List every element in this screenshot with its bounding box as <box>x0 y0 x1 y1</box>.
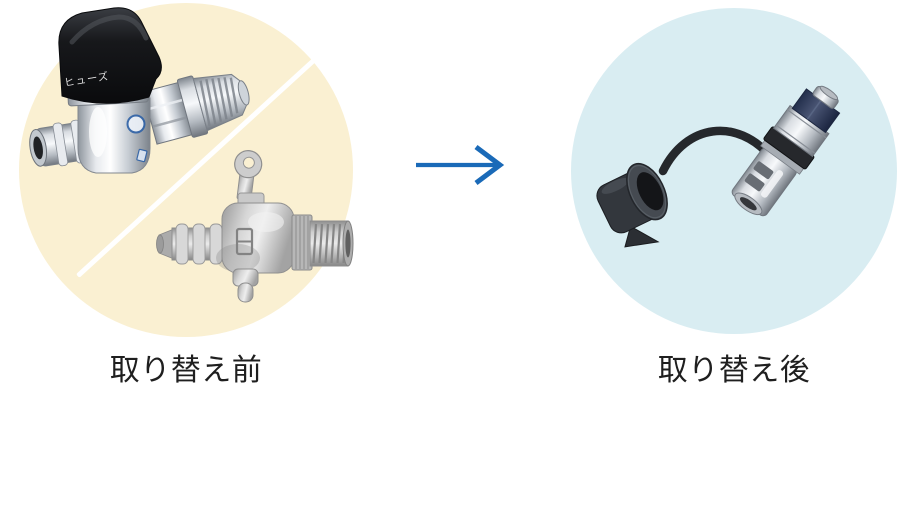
after-label: 取り替え後 <box>657 354 811 387</box>
rubber-cap-photo <box>596 162 668 248</box>
hose-end-gas-cock-photo <box>156 150 354 303</box>
replacement-arrow <box>412 142 508 188</box>
fuse-gas-cock-photo: ヒューズ <box>29 7 250 174</box>
after-circle <box>571 8 897 334</box>
right-arrow-icon <box>416 145 505 185</box>
after-photos <box>596 85 841 248</box>
gas-outlet-socket-photo <box>596 85 841 248</box>
before-photos: ヒューズ <box>29 7 354 303</box>
before-label: 取り替え前 <box>109 354 263 387</box>
